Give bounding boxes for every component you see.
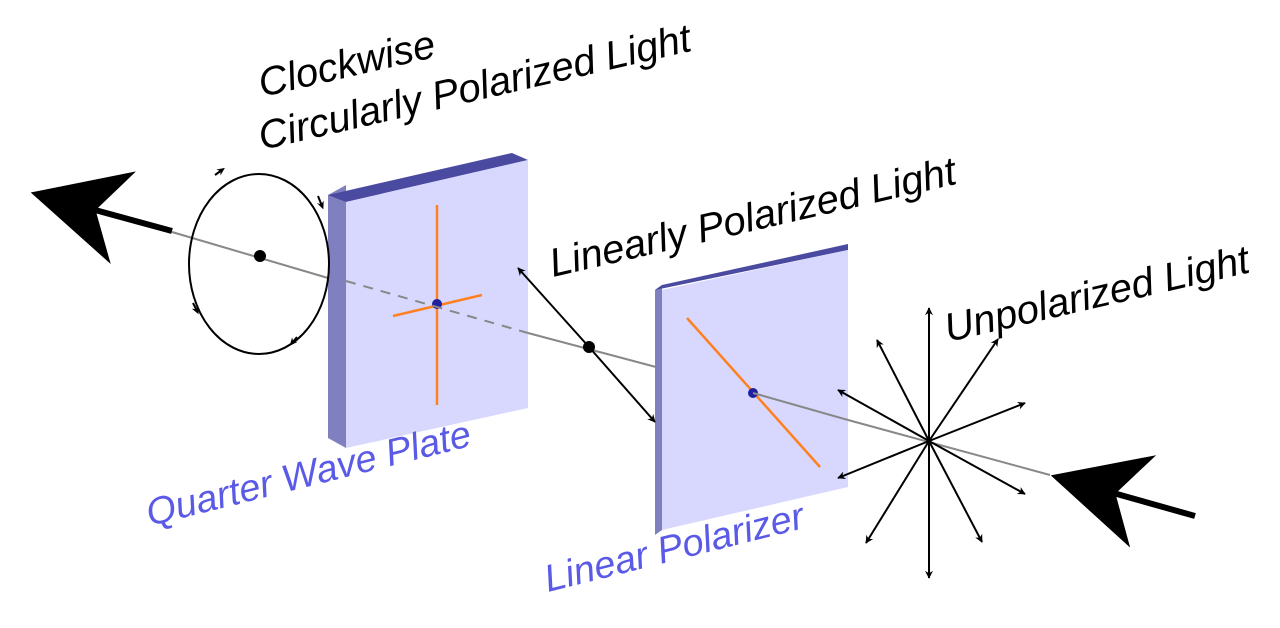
linear-polarizer-plate bbox=[655, 244, 849, 535]
unpolarized-arrows bbox=[837, 307, 1026, 579]
outgoing-beam-arrow bbox=[30, 171, 173, 265]
circular-polarization-ellipse bbox=[188, 167, 330, 355]
quarter-wave-plate bbox=[328, 153, 529, 448]
label-unpolarized: Unpolarized Light bbox=[940, 237, 1255, 350]
linear-polarization-arrow bbox=[517, 267, 656, 423]
circular-center-dot bbox=[254, 250, 266, 262]
label-quarter-wave-plate: Quarter Wave Plate bbox=[142, 413, 475, 534]
incoming-beam-arrow bbox=[1050, 455, 1196, 548]
